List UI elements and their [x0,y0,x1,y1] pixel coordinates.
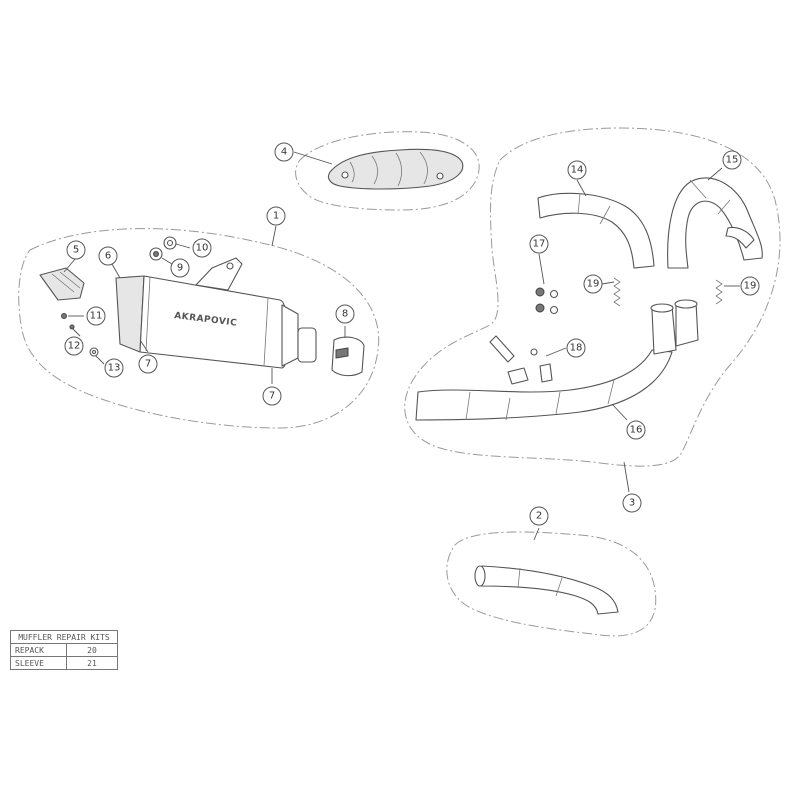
callout-5: 5 [66,240,86,260]
header-pipe-front [537,192,655,269]
table-row: REPACK 20 [10,643,118,657]
callout-19a: 19 [583,274,603,294]
svg-text:7: 7 [269,391,275,402]
svg-text:17: 17 [533,239,546,250]
nut-stud-set [535,287,559,315]
kit-number: 21 [66,656,118,670]
svg-text:15: 15 [726,155,739,166]
end-cap [39,267,85,301]
callout-16: 16 [626,420,646,440]
callout-10: 10 [192,238,212,258]
table-row: SLEEVE 21 [10,656,118,670]
callout-11: 11 [86,306,106,326]
spring-left [613,277,621,307]
link-pipe [474,565,619,615]
kit-number: 20 [66,643,118,657]
svg-text:7: 7 [145,359,151,370]
svg-text:19: 19 [744,281,757,292]
callout-2: 2 [529,506,549,526]
callout-7b: 7 [262,386,282,406]
spring-holder [149,247,163,261]
heat-shield [327,148,464,190]
svg-text:3: 3 [629,498,635,509]
kit-name: SLEEVE [10,656,67,670]
callout-18: 18 [566,338,586,358]
svg-text:12: 12 [68,341,81,352]
svg-text:16: 16 [630,425,643,436]
group-outline-link-pipe [446,531,657,637]
svg-text:6: 6 [105,251,111,262]
callout-8: 8 [335,304,355,324]
svg-text:19: 19 [587,279,600,290]
callout-19b: 19 [740,276,760,296]
callout-1: 1 [266,206,286,226]
collector-pipe [415,299,699,421]
callout-15: 15 [722,150,742,170]
repair-kits-title: MUFFLER REPAIR KITS [10,630,118,644]
svg-text:8: 8 [342,309,348,320]
repair-kits-table: MUFFLER REPAIR KITS REPACK 20 SLEEVE 21 [10,630,118,670]
callout-9: 9 [170,258,190,278]
svg-text:13: 13 [108,363,121,374]
svg-text:2: 2 [536,511,542,522]
svg-text:18: 18 [570,343,583,354]
callout-13: 13 [104,358,124,378]
washer [89,347,99,357]
svg-text:5: 5 [73,245,79,256]
svg-text:9: 9 [177,263,183,274]
header-pipe-rear [667,177,763,269]
svg-text:1: 1 [273,211,279,222]
svg-text:11: 11 [90,311,103,322]
sensor-bung-kit [489,335,553,385]
small-nut [69,324,75,330]
svg-text:4: 4 [281,147,287,158]
leader-lines [63,151,740,541]
callout-17: 17 [529,234,549,254]
callout-6: 6 [98,246,118,266]
group-outline-muffler [18,228,380,429]
kit-name: REPACK [10,643,67,657]
callout-12: 12 [64,336,84,356]
callout-3: 3 [622,493,642,513]
clamp [331,336,365,377]
rubber-grommet [163,236,177,250]
callout-7a: 7 [138,354,158,374]
svg-text:10: 10 [196,243,209,254]
muffler: AKRAPOVIC [115,257,317,369]
callout-14: 14 [567,160,587,180]
small-bolt [61,313,67,319]
callout-4: 4 [274,142,294,162]
spring-right [715,279,723,305]
svg-text:14: 14 [571,165,584,176]
